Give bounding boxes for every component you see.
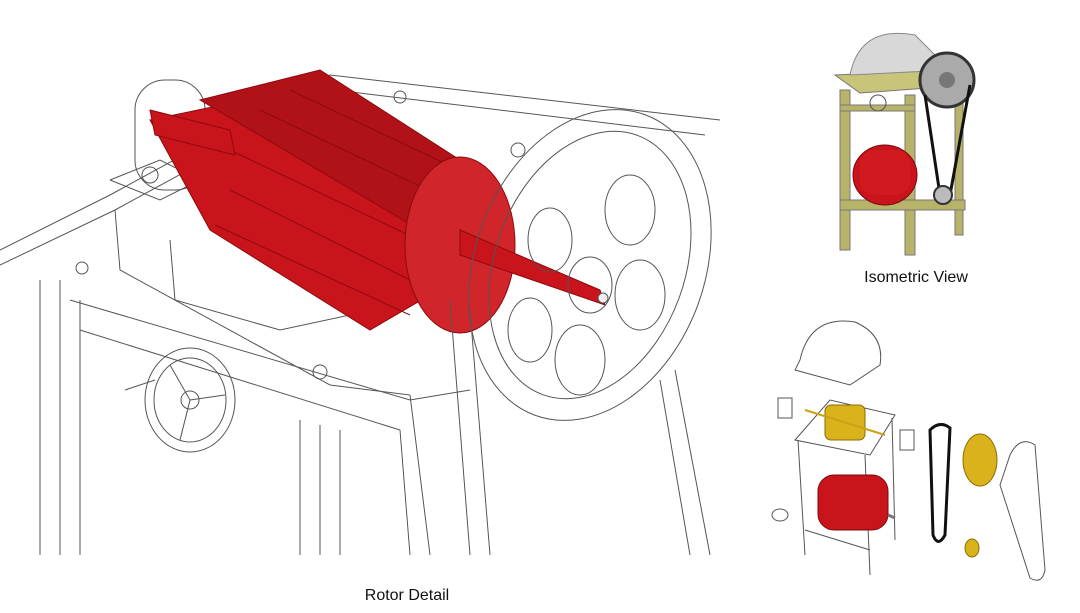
pulleys-gold	[962, 433, 998, 558]
rotor-gold	[804, 404, 886, 441]
belt-guard	[999, 441, 1046, 581]
rotor-detail-drawing	[0, 69, 721, 556]
rotor-detail-caption: Rotor Detail	[364, 587, 450, 604]
pulley	[449, 109, 712, 556]
handwheel-small	[771, 508, 789, 522]
motor	[817, 474, 896, 531]
handwheel	[124, 347, 236, 453]
bearings	[777, 397, 915, 451]
isometric-view-drawing	[833, 32, 976, 256]
motor	[852, 144, 918, 206]
exploded-view-drawing	[771, 320, 1046, 581]
hopper-cover	[794, 320, 882, 386]
isometric-view-caption: Isometric View	[864, 269, 968, 286]
rotor	[149, 69, 609, 334]
belt	[928, 423, 952, 543]
pulley-and-belt	[869, 51, 976, 205]
